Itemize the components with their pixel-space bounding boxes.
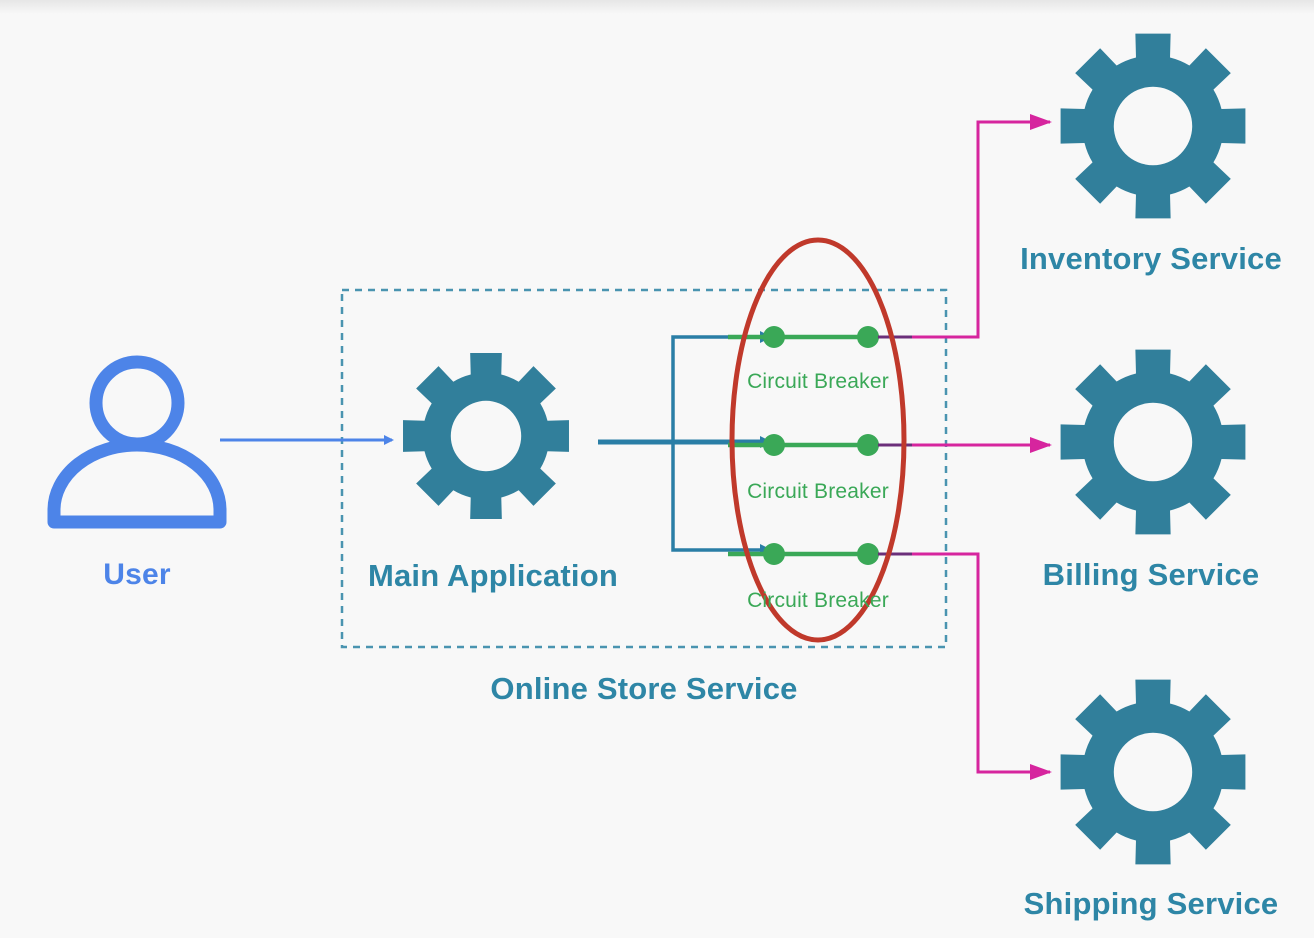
shipping-service-gear-icon[interactable] — [1060, 679, 1246, 865]
top-shadow — [0, 0, 1314, 14]
main-application-gear-icon[interactable] — [403, 353, 569, 519]
shipping-service-label: Shipping Service — [1023, 886, 1279, 921]
main-to-breakers-connectors — [598, 331, 772, 556]
circuit-breaker-2-label: Circuit Breaker — [747, 480, 889, 503]
circuit-breaker-1-label: Circuit Breaker — [747, 370, 889, 393]
inventory-service-gear-icon[interactable] — [1060, 33, 1246, 219]
circuit-breaker-2[interactable] — [728, 434, 879, 456]
circuit-breaker-3-label: Circuit Breaker — [747, 589, 889, 612]
user-icon[interactable] — [47, 355, 227, 529]
online-store-service-label: Online Store Service — [490, 671, 798, 706]
circuit-breaker-3[interactable] — [728, 543, 879, 565]
circuit-breaker-1[interactable] — [728, 326, 879, 348]
inventory-service-label: Inventory Service — [1020, 241, 1282, 276]
main-application-label: Main Application — [367, 558, 619, 593]
billing-service-gear-icon[interactable] — [1060, 349, 1246, 535]
online-store-boundary — [340, 288, 948, 649]
circuit-breaker-highlight-ellipse — [729, 237, 907, 643]
billing-service-label: Billing Service — [1042, 557, 1260, 592]
user-label: User — [103, 558, 171, 591]
